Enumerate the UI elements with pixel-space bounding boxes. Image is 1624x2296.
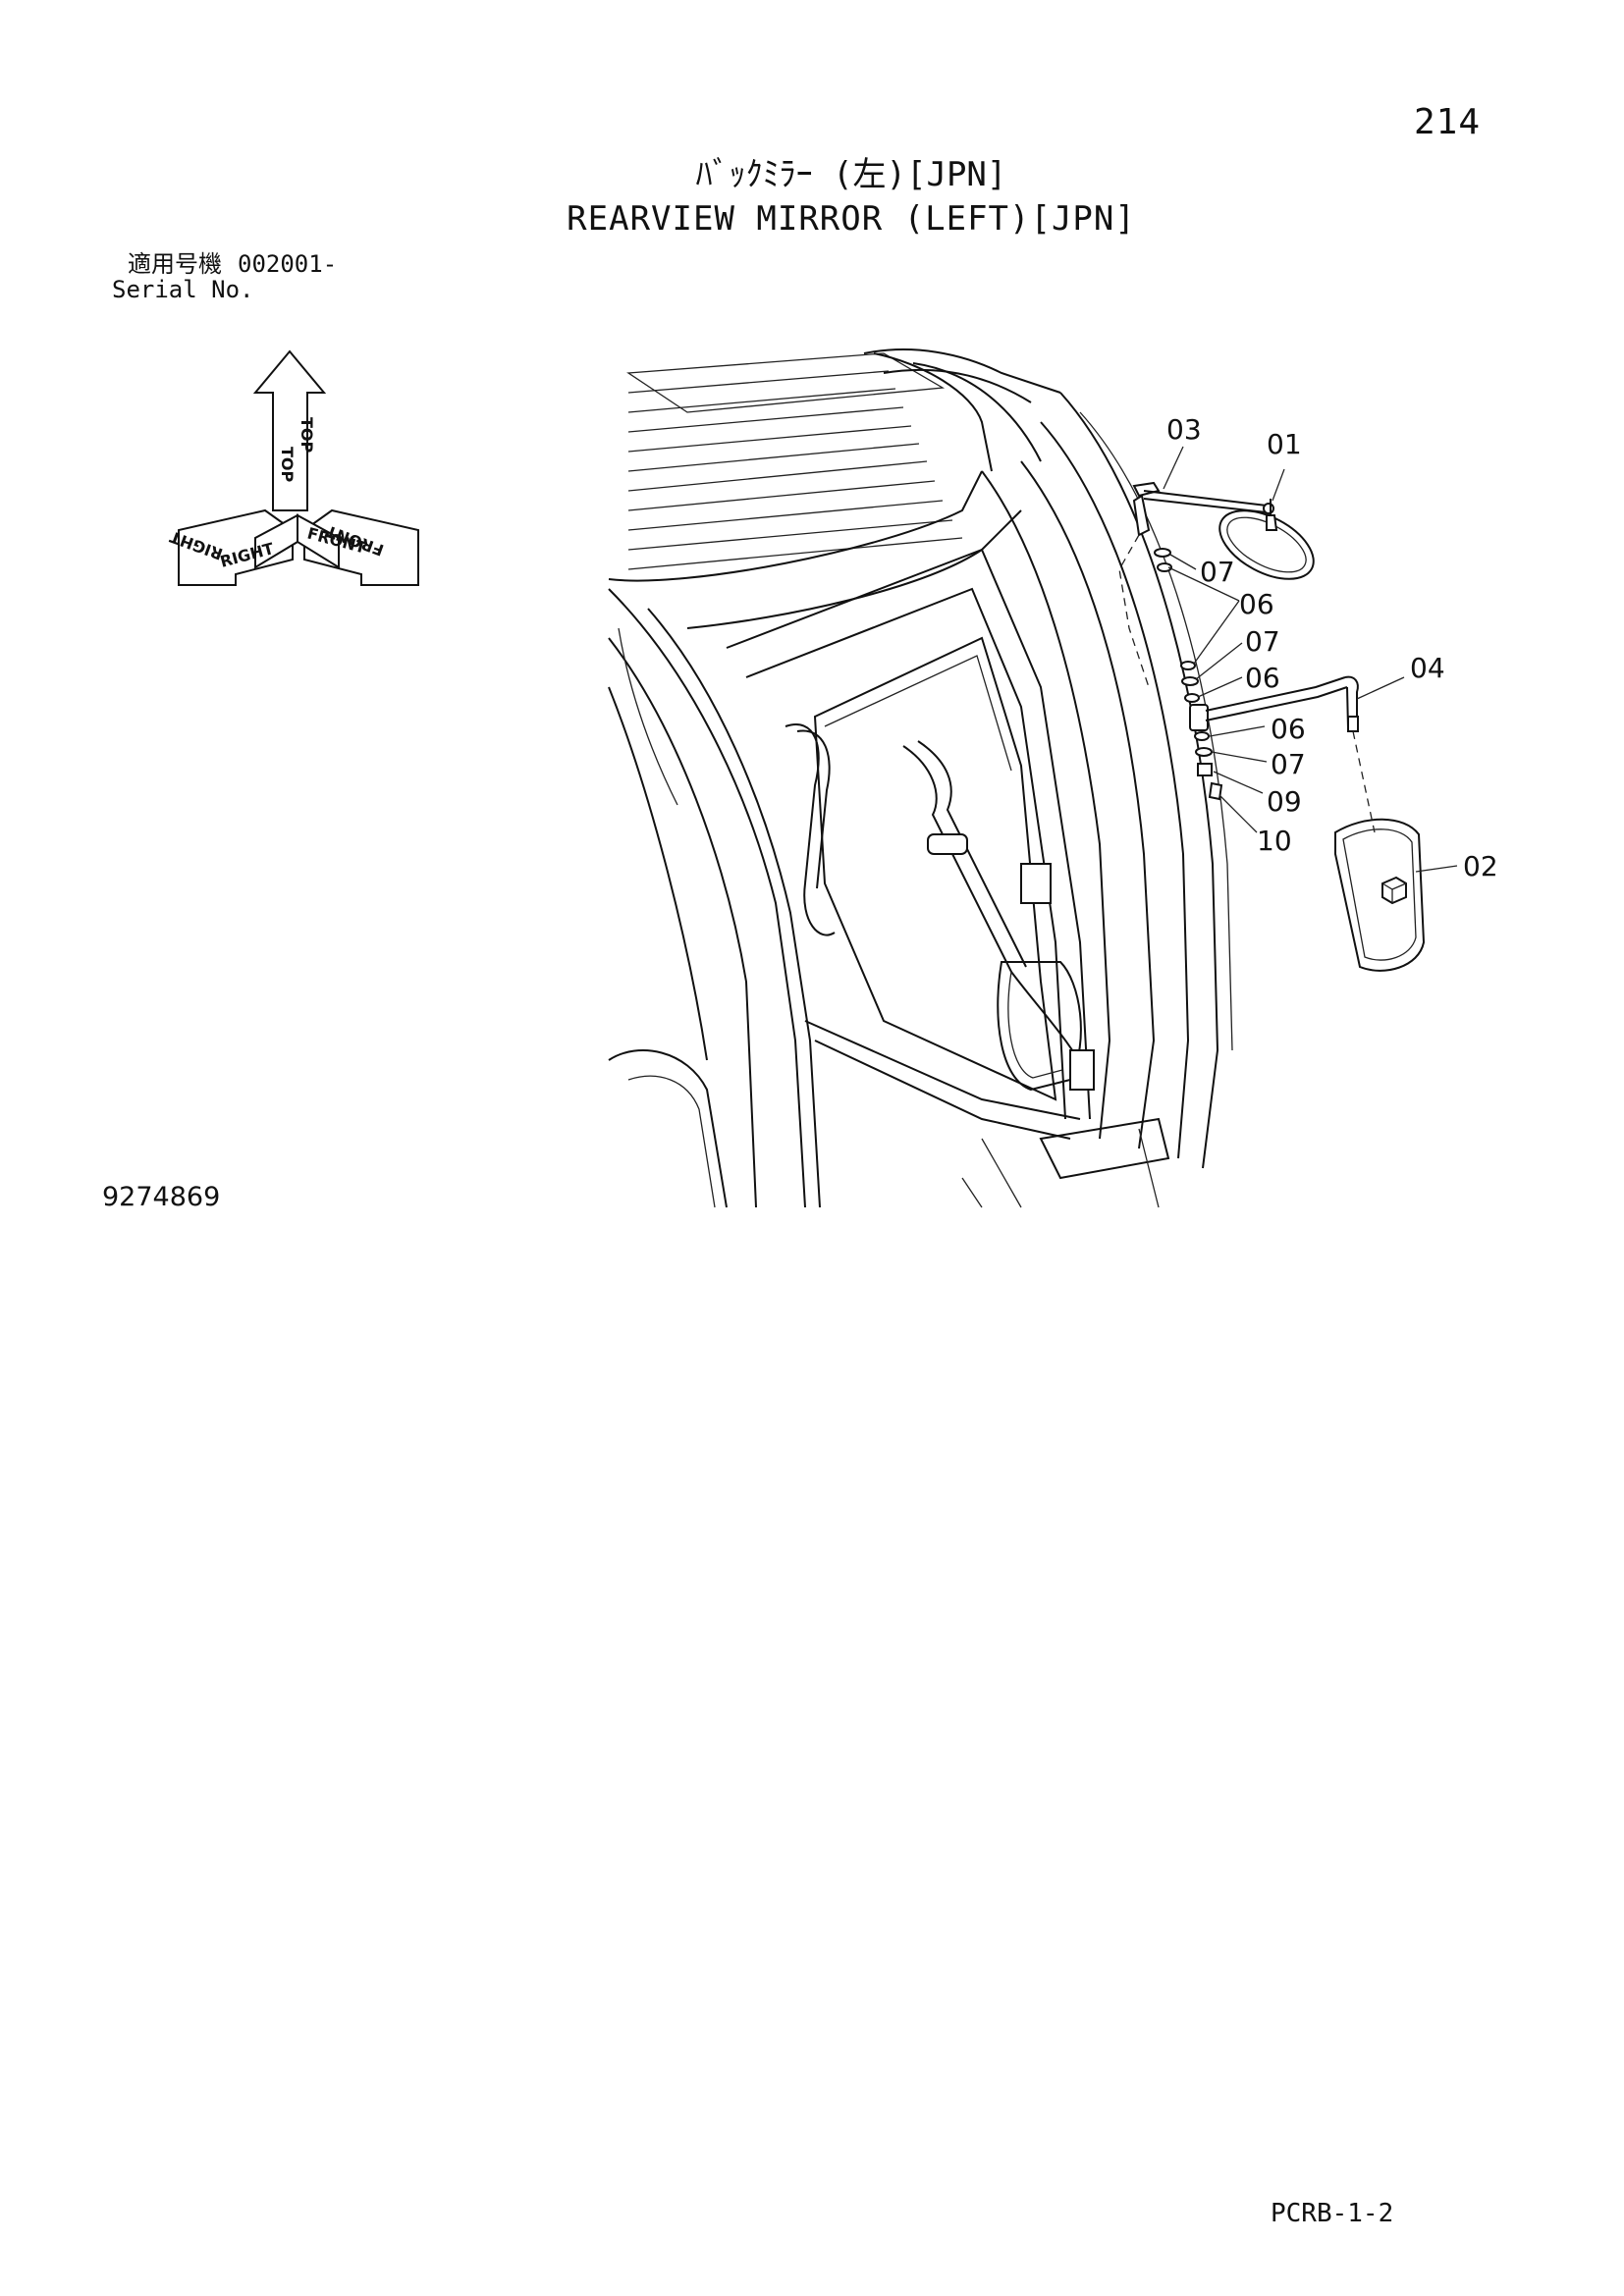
leader-01 [1272, 468, 1285, 502]
callout-labels: 03 01 07 06 07 06 04 06 07 09 10 02 [1166, 413, 1498, 882]
part-07-washer [1195, 747, 1213, 757]
orientation-top-label: TOP [278, 447, 297, 483]
leader-03 [1163, 446, 1184, 490]
cab-drawing [608, 348, 1233, 1208]
part-10-cap [1208, 781, 1223, 801]
leader-07 [1211, 751, 1268, 763]
part-09-nut [1197, 763, 1213, 776]
orientation-indicator: TOP TOP RIGHT RIGHT FRONT FRONT [167, 349, 419, 586]
leader-04 [1356, 676, 1405, 700]
leader-06 [1167, 566, 1240, 602]
drawing-number: 9274869 [102, 1182, 221, 1212]
callout-04: 04 [1410, 652, 1445, 684]
part-01-mirror [1218, 499, 1315, 580]
callout-02: 02 [1463, 850, 1498, 882]
serial-number: 002001- [238, 250, 338, 278]
part-07-washer [1154, 548, 1171, 558]
leader-07 [1169, 554, 1197, 570]
leader-06 [1193, 600, 1240, 665]
callout-06: 06 [1271, 713, 1306, 745]
leader-07 [1195, 642, 1243, 680]
serial-label: Serial No. [112, 276, 254, 303]
part-06-washer [1184, 693, 1200, 703]
callout-09: 09 [1267, 785, 1302, 818]
serial-label-japanese: 適用号機 [128, 250, 222, 278]
page-title-japanese: ﾊﾞｯｸﾐﾗｰ (左)[JPN] [695, 155, 1007, 194]
part-04-arm [1189, 675, 1359, 732]
leader-09 [1213, 771, 1264, 794]
callout-06: 06 [1239, 588, 1274, 620]
callout-07: 07 [1200, 556, 1235, 588]
serial-row: 適用号機 002001- [112, 251, 337, 277]
callout-03: 03 [1166, 413, 1202, 446]
leader-02 [1415, 865, 1458, 873]
part-07-washer [1181, 676, 1199, 686]
leader-06 [1209, 725, 1266, 737]
part-06-washer [1180, 661, 1196, 670]
orientation-top-label-inner: TOP [298, 417, 316, 454]
leader-10 [1218, 794, 1258, 833]
page-number: 214 [1414, 102, 1482, 142]
callout-01: 01 [1267, 428, 1302, 460]
mirror-assembly [1118, 446, 1458, 972]
callout-07: 07 [1271, 748, 1306, 780]
callout-10: 10 [1257, 825, 1292, 857]
footer-code: PCRB-1-2 [1271, 2199, 1394, 2228]
leader-06 [1197, 676, 1243, 698]
page-title: REARVIEW MIRROR (LEFT)[JPN] [567, 199, 1136, 239]
part-06-washer [1157, 562, 1172, 572]
part-02-mirror [1334, 818, 1426, 972]
callout-07: 07 [1245, 625, 1280, 658]
part-06-washer [1194, 731, 1210, 741]
callout-06: 06 [1245, 662, 1280, 694]
serial-block: 適用号機 002001- Serial No. [112, 251, 337, 302]
